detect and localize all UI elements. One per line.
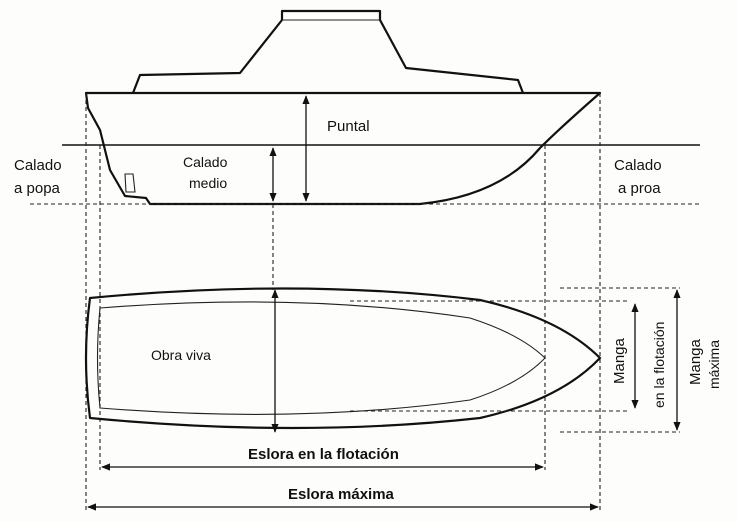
calado-medio-label-1: Calado	[183, 154, 228, 170]
calado-proa-label-1: Calado	[614, 157, 662, 174]
manga-flotacion-label-2: en la flotación	[651, 322, 667, 408]
plan-hull-outline	[84, 287, 602, 430]
manga-maxima-label-1: Manga	[687, 338, 704, 385]
puntal-label: Puntal	[327, 118, 370, 135]
obra-viva-label: Obra viva	[151, 347, 211, 363]
side-hull-outline	[84, 91, 602, 206]
side-view	[30, 9, 700, 206]
plan-waterline-outline	[96, 301, 546, 415]
plan-view	[84, 287, 680, 433]
manga-maxima-label-2: máxima	[706, 340, 722, 389]
cabin-outline	[131, 9, 525, 94]
calado-medio-label-2: medio	[189, 175, 227, 191]
manga-flotacion-label-1: Manga	[611, 337, 628, 384]
calado-popa-label-1: Calado	[14, 157, 62, 174]
rudder	[124, 173, 136, 193]
calado-proa-label-2: a proa	[618, 180, 661, 197]
eslora-maxima-label: Eslora máxima	[288, 486, 395, 503]
calado-popa-label-2: a popa	[14, 180, 61, 197]
eslora-flotacion-label: Eslora en la flotación	[248, 446, 399, 463]
